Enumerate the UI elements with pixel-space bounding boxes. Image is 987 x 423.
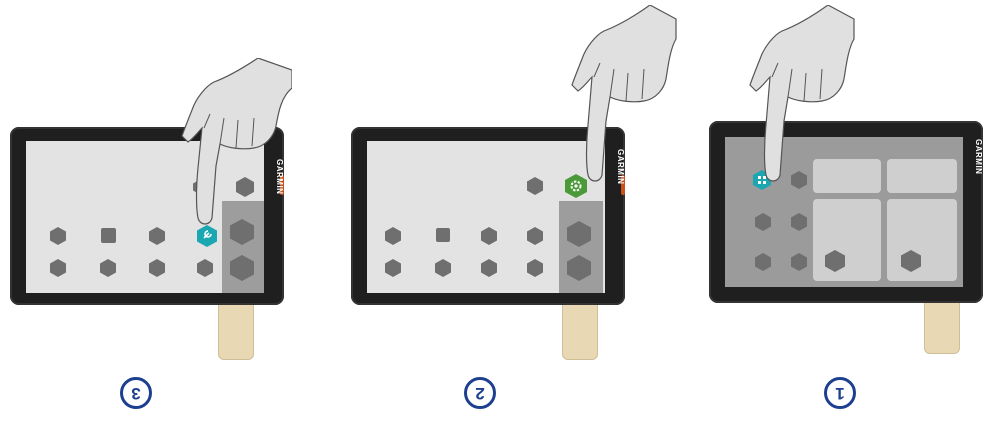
step-number-badge: 2 <box>464 377 496 409</box>
mount-arm <box>562 300 598 360</box>
brand-logo: GARMIN <box>974 139 983 174</box>
app-icon[interactable] <box>436 228 450 242</box>
widget-tile[interactable] <box>887 199 957 281</box>
mount-arm <box>218 300 254 360</box>
pointing-hand <box>742 5 858 185</box>
app-icon[interactable] <box>825 250 845 272</box>
app-icon[interactable] <box>197 259 213 277</box>
step-number-badge: 3 <box>120 377 152 409</box>
app-icon[interactable] <box>527 177 543 195</box>
app-icon[interactable] <box>435 259 451 277</box>
app-icon[interactable] <box>527 227 543 245</box>
app-icon[interactable] <box>481 259 497 277</box>
app-icon[interactable] <box>385 227 401 245</box>
app-icon[interactable] <box>567 221 591 247</box>
step-2-panel: GARMIN 2 <box>330 0 660 423</box>
step-number-badge: 1 <box>824 377 856 409</box>
pointing-hand <box>176 58 292 228</box>
app-icon[interactable] <box>149 259 165 277</box>
app-icon[interactable] <box>481 227 497 245</box>
app-icon[interactable] <box>149 227 165 245</box>
app-icon[interactable] <box>101 228 116 243</box>
wrench-icon[interactable] <box>197 225 217 247</box>
step-3-panel: GARMIN 3 <box>0 0 330 423</box>
app-icon[interactable] <box>567 255 591 281</box>
app-icon[interactable] <box>385 259 401 277</box>
widget-tile[interactable] <box>813 199 881 281</box>
mount-arm <box>924 298 960 354</box>
app-icon[interactable] <box>755 213 771 231</box>
app-icon[interactable] <box>755 253 771 271</box>
app-icon[interactable] <box>791 253 807 271</box>
app-icon[interactable] <box>901 250 921 272</box>
widget-tile[interactable] <box>887 159 957 193</box>
app-icon[interactable] <box>50 259 66 277</box>
app-icon[interactable] <box>100 259 116 277</box>
app-icon[interactable] <box>791 213 807 231</box>
app-icon[interactable] <box>50 227 66 245</box>
app-icon[interactable] <box>230 255 254 281</box>
app-icon[interactable] <box>527 259 543 277</box>
step-1-panel: GARMIN 1 <box>660 0 987 423</box>
